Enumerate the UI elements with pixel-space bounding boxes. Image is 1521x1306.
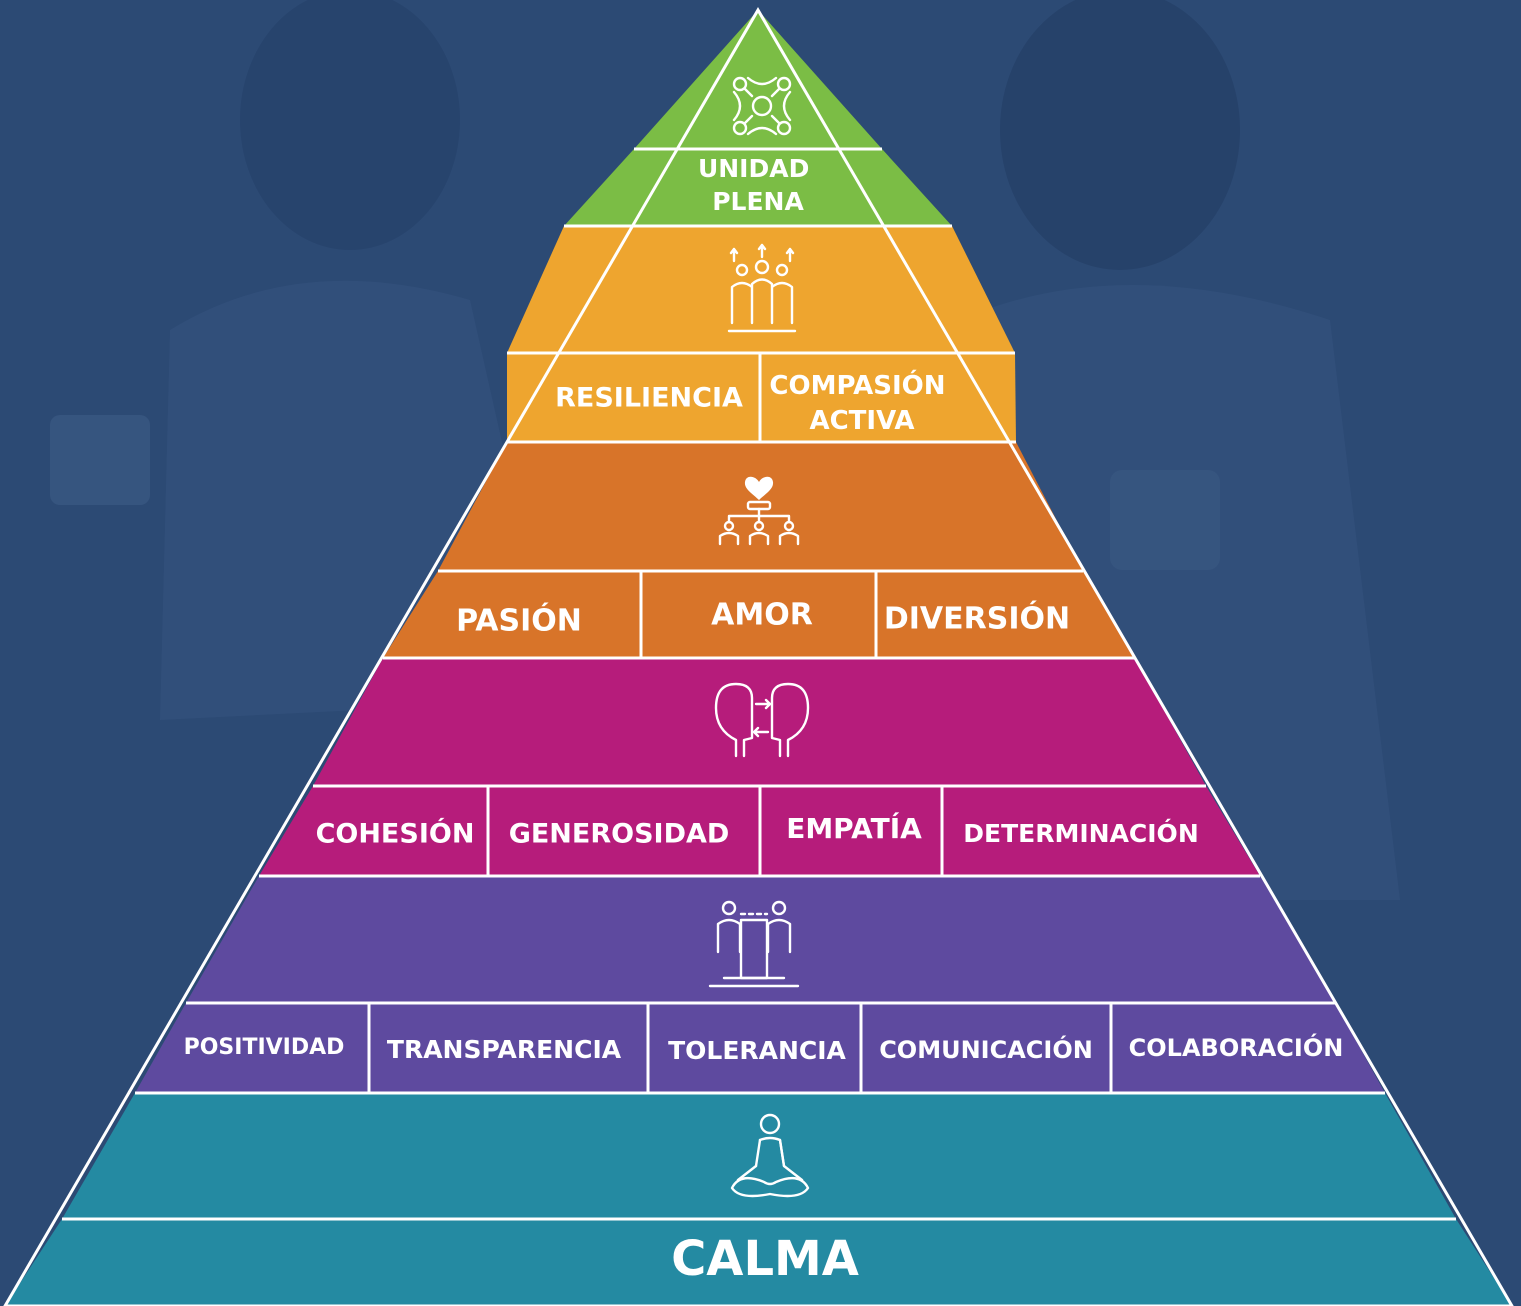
team-unity-icon — [732, 76, 792, 136]
label-tolerancia: TOLERANCIA — [668, 1036, 846, 1065]
label-amor: AMOR — [711, 598, 813, 633]
label-compasion-activa: COMPASIÓN ACTIVA — [769, 369, 954, 436]
label-transparencia: TRANSPARENCIA — [387, 1035, 622, 1064]
label-comunicacion: COMUNICACIÓN — [879, 1034, 1093, 1064]
label-generosidad: GENEROSIDAD — [509, 819, 730, 850]
pyramid-labels: UNIDAD PLENA RESILIENCIA COMPASIÓN ACTIV… — [184, 154, 1344, 1287]
band-magenta-icon — [313, 658, 1206, 786]
band-apex-text — [564, 149, 952, 226]
growing-team-icon — [727, 243, 797, 333]
label-unidad-plena: UNIDAD PLENA — [698, 154, 818, 216]
band-purple-icon — [186, 876, 1335, 1003]
label-pasion: PASIÓN — [456, 602, 582, 639]
vertical-dividers — [367, 353, 1113, 1093]
heart-team-icon — [718, 476, 800, 546]
label-colaboracion: COLABORACIÓN — [1129, 1032, 1344, 1062]
label-diversion: DIVERSIÓN — [884, 600, 1070, 637]
two-heads-exchange-icon — [714, 682, 810, 758]
two-people-door-icon — [708, 900, 800, 988]
label-positividad: POSITIVIDAD — [184, 1035, 345, 1060]
label-calma: CALMA — [671, 1231, 859, 1287]
band-teal-icon — [62, 1093, 1456, 1219]
band-yellow-icon — [507, 226, 1015, 353]
label-empatia: EMPATÍA — [786, 811, 922, 845]
label-determinacion: DETERMINACIÓN — [963, 818, 1199, 848]
meditation-icon — [730, 1113, 810, 1198]
band-orange-text — [383, 571, 1135, 658]
band-purple-text — [135, 1003, 1385, 1093]
label-cohesion: COHESIÓN — [316, 818, 475, 850]
band-teal-text — [5, 1219, 1512, 1306]
pyramid-bands — [5, 10, 1512, 1306]
label-resiliencia: RESILIENCIA — [555, 383, 743, 414]
band-orange-icon — [438, 442, 1083, 571]
